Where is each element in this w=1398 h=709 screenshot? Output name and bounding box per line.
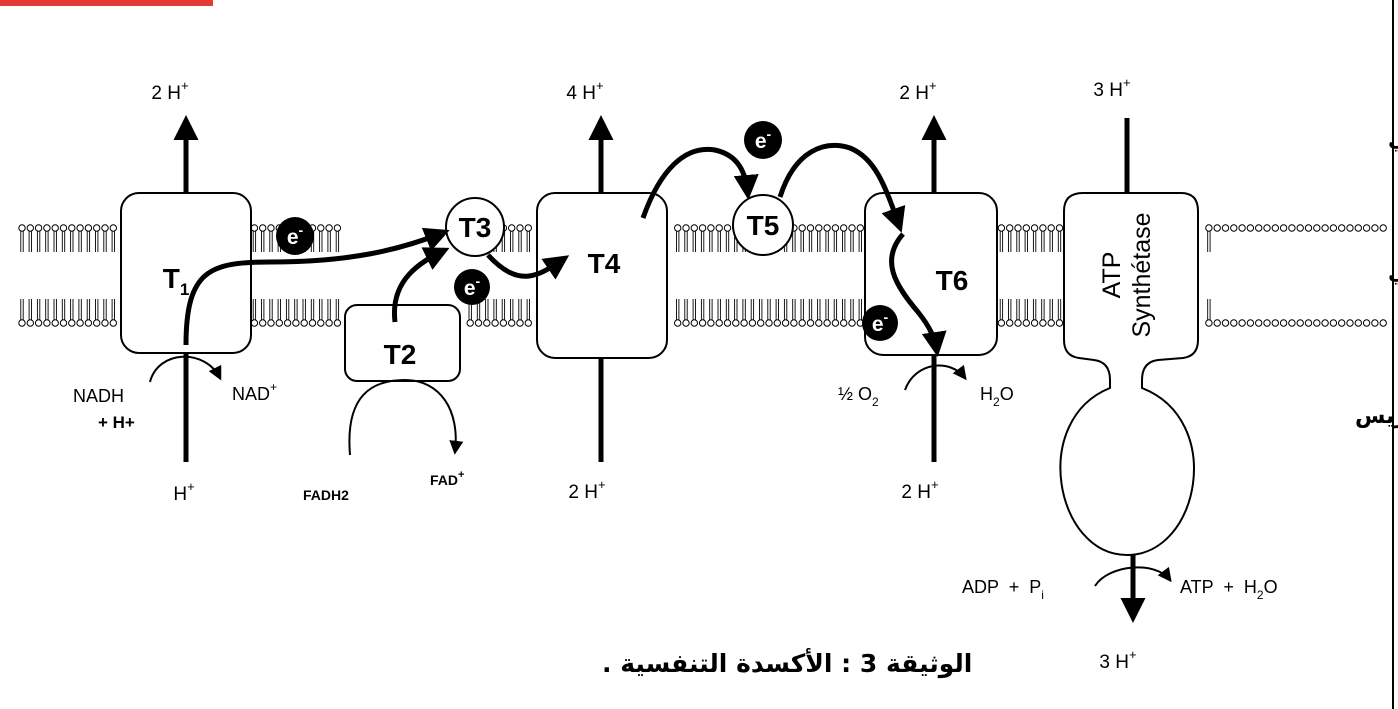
t1-label: T1 — [163, 263, 190, 299]
fad-label: FAD+ — [430, 469, 464, 488]
matrix-label: ماتريس — [1355, 404, 1398, 429]
t1-proton-in-label: H+ — [173, 479, 194, 505]
complexes — [120, 192, 1199, 557]
nad-label: NAD+ — [232, 380, 277, 404]
t6-proton-out-label: 2 H+ — [899, 78, 936, 104]
electron-badge-1 — [276, 217, 314, 255]
atp-proton-top-label: 3 H+ — [1093, 75, 1130, 101]
t1-to-t3-arrow — [183, 227, 450, 346]
reaction-arrows — [149, 355, 1172, 587]
t2-to-t3-arrow — [391, 247, 450, 323]
t6-proton-in-label: 2 H+ — [901, 477, 938, 503]
fadh2-reaction-arrow — [348, 378, 464, 456]
atp-synthetase-label-1: ATP — [1098, 252, 1126, 299]
nadh-label: NADH — [73, 386, 124, 406]
atp-synthetase-label-2: Synthétase — [1128, 212, 1156, 337]
oxygen-reaction-arrow — [904, 364, 967, 391]
t4-label: T4 — [588, 248, 621, 279]
proton-arrows — [173, 115, 1146, 623]
t3-to-t4-arrow — [486, 253, 570, 280]
nadh-h-label: + H+ — [98, 413, 135, 432]
electron-label: e- — [287, 222, 304, 249]
electron-label: e- — [755, 126, 772, 153]
t3-complex — [445, 197, 505, 257]
electron-label: e- — [872, 309, 889, 336]
oxygen-label: ½ O2 — [838, 384, 879, 409]
t3-label: T3 — [459, 212, 492, 243]
electron-arrows — [183, 143, 947, 357]
t4-proton-out-label: 4 H+ — [566, 78, 603, 104]
nadh-reaction-arrow — [149, 355, 222, 383]
t4-proton-in-label: 2 H+ — [568, 477, 605, 503]
electron-badge-4 — [862, 305, 898, 341]
electron-badge-3 — [744, 121, 782, 159]
t5-to-t6-arrow — [777, 143, 906, 233]
water-label: H2O — [980, 384, 1014, 409]
t6-to-oxygen-arrow — [889, 232, 947, 357]
t5-complex — [732, 194, 794, 256]
adp-reaction-arrow — [1094, 566, 1172, 587]
t6-label: T6 — [936, 265, 969, 296]
t1-complex — [120, 192, 252, 354]
red-mark — [0, 0, 213, 6]
t5-label: T5 — [747, 210, 780, 241]
electron-badge-2 — [454, 269, 490, 305]
electron-label: e- — [464, 273, 481, 300]
t1-proton-out-label: 2 H+ — [151, 78, 188, 104]
document-caption: الوثيقة 3 : الأكسدة التنفسية . — [602, 648, 972, 679]
atp-synthetase-complex — [1059, 192, 1199, 557]
t4-to-t5-arrow — [640, 146, 759, 219]
atp-proton-bottom-label: 3 H+ — [1099, 647, 1136, 673]
t2-label: T2 — [384, 339, 417, 370]
fadh2-label: FADH2 — [303, 487, 349, 503]
electron-badges — [276, 121, 898, 341]
adp-label: ADP + Pi — [962, 577, 1044, 602]
atp-product-label: ATP + H2O — [1180, 577, 1278, 602]
